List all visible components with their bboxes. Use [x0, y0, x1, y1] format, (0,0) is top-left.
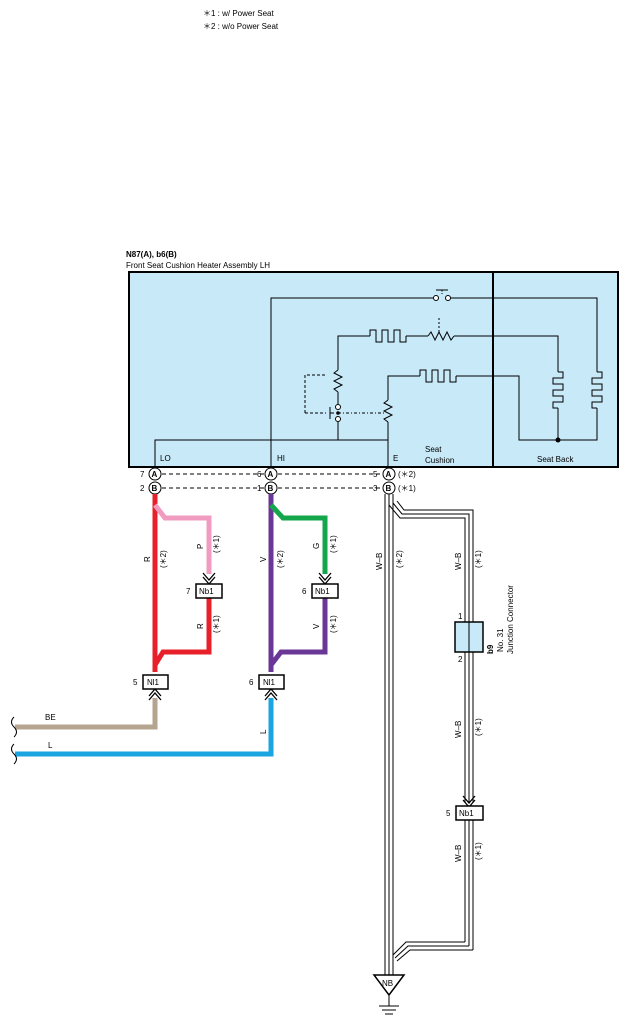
svg-text:1: 1 [458, 612, 463, 621]
svg-text:W–B: W–B [454, 553, 463, 570]
wire-labels: R (＊2) P (＊1) R (＊1) V (＊2) G (＊1) V (＊1… [45, 535, 483, 862]
svg-text:(＊1): (＊1) [212, 535, 221, 553]
svg-text:(＊1): (＊1) [212, 615, 221, 633]
pin-hi-b: 1 [257, 484, 262, 493]
junction-dot [555, 437, 561, 443]
svg-text:(＊2): (＊2) [395, 550, 404, 568]
pin-e-b: 3 [373, 484, 378, 493]
seat-back-section [492, 271, 619, 468]
svg-text:Junction Connector: Junction Connector [506, 585, 515, 654]
wire-l [15, 698, 274, 757]
svg-text:5: 5 [446, 809, 451, 818]
svg-text:P: P [196, 544, 205, 549]
wire-break-mark [11, 716, 17, 738]
svg-text:6: 6 [302, 587, 307, 596]
wire-r-main [152, 494, 212, 672]
wire-v-main [268, 494, 328, 672]
svg-text:NB: NB [382, 979, 393, 988]
svg-text:V: V [259, 556, 268, 562]
component-name: Front Seat Cushion Heater Assembly LH [126, 261, 270, 270]
svg-text:BE: BE [45, 713, 56, 722]
svg-text:Nb1: Nb1 [315, 587, 330, 596]
svg-text:G: G [312, 543, 321, 549]
connector-pins [148, 467, 396, 495]
component-code: N87(A), b6(B) [126, 250, 177, 259]
seat-back-label: Seat Back [537, 455, 574, 464]
connector-a-letter: A [152, 470, 158, 479]
junction-nl1-lo: Nl1 5 [133, 674, 169, 690]
svg-text:W–B: W–B [454, 721, 463, 738]
connector-a-tag: (＊2) [398, 470, 416, 479]
svg-text:b9: b9 [486, 644, 495, 654]
connector-rows [162, 473, 382, 489]
svg-text:Nb1: Nb1 [199, 587, 214, 596]
svg-text:(＊1): (＊1) [329, 535, 338, 553]
wire-p [153, 503, 212, 574]
wire-be [15, 698, 158, 730]
connector-b-letter: B [268, 484, 274, 493]
connector-b-letter: B [386, 484, 392, 493]
heater-assembly-panel [128, 271, 619, 468]
terminal-lo-label: LO [160, 454, 171, 463]
seat-cushion-label-2: Cushion [425, 456, 454, 465]
connector-a-letter: A [386, 470, 392, 479]
svg-text:7: 7 [186, 587, 191, 596]
terminal-hi-label: HI [277, 454, 285, 463]
svg-text:Nl1: Nl1 [147, 678, 160, 687]
ground-nb: NB [372, 968, 406, 1015]
note-no-power-seat: ＊2 : w/o Power Seat [203, 22, 279, 31]
internal-circuit [154, 289, 603, 467]
svg-text:R: R [143, 556, 152, 562]
svg-text:5: 5 [133, 678, 138, 687]
svg-text:R: R [196, 623, 205, 629]
junction-nb1-ground: Nb1 5 [446, 805, 484, 821]
wire-break-mark [11, 743, 17, 765]
junction-nb1-lo: Nb1 7 [186, 583, 223, 599]
svg-text:Nl1: Nl1 [263, 678, 276, 687]
svg-text:L: L [48, 741, 53, 750]
seat-cushion-label-1: Seat [425, 445, 442, 454]
svg-text:Nb1: Nb1 [459, 809, 474, 818]
svg-text:(＊1): (＊1) [474, 718, 483, 736]
svg-text:No. 31: No. 31 [496, 628, 505, 652]
connector-b-letter: B [152, 484, 158, 493]
pin-lo-b: 2 [140, 484, 145, 493]
connector-b-tag: (＊1) [398, 484, 416, 493]
svg-text:(＊1): (＊1) [474, 550, 483, 568]
svg-text:(＊2): (＊2) [159, 550, 168, 568]
wire-wb-ground [384, 494, 474, 968]
connector-a-letter: A [268, 470, 274, 479]
svg-text:L: L [259, 729, 268, 734]
pin-e-a: 5 [373, 470, 378, 479]
junction-nl1-hi: Nl1 6 [249, 674, 285, 690]
svg-text:(＊1): (＊1) [329, 615, 338, 633]
wire-g [269, 503, 328, 574]
svg-text:2: 2 [458, 655, 463, 664]
junction-nb1-hi: Nb1 6 [302, 583, 339, 599]
svg-text:(＊2): (＊2) [276, 550, 285, 568]
svg-text:(＊1): (＊1) [474, 842, 483, 860]
pin-hi-a: 6 [257, 470, 262, 479]
note-power-seat: ＊1 : w/ Power Seat [203, 9, 274, 18]
svg-text:W–B: W–B [454, 845, 463, 862]
pin-lo-a: 7 [140, 470, 145, 479]
junction-dot [336, 411, 340, 415]
junction-connector-b9: 1 2 b9 No. 31 Junction Connector [454, 585, 515, 664]
terminal-e-label: E [393, 454, 398, 463]
arrow-markers [148, 572, 476, 808]
svg-text:V: V [312, 623, 321, 629]
svg-text:6: 6 [249, 678, 254, 687]
svg-text:W–B: W–B [375, 553, 384, 570]
